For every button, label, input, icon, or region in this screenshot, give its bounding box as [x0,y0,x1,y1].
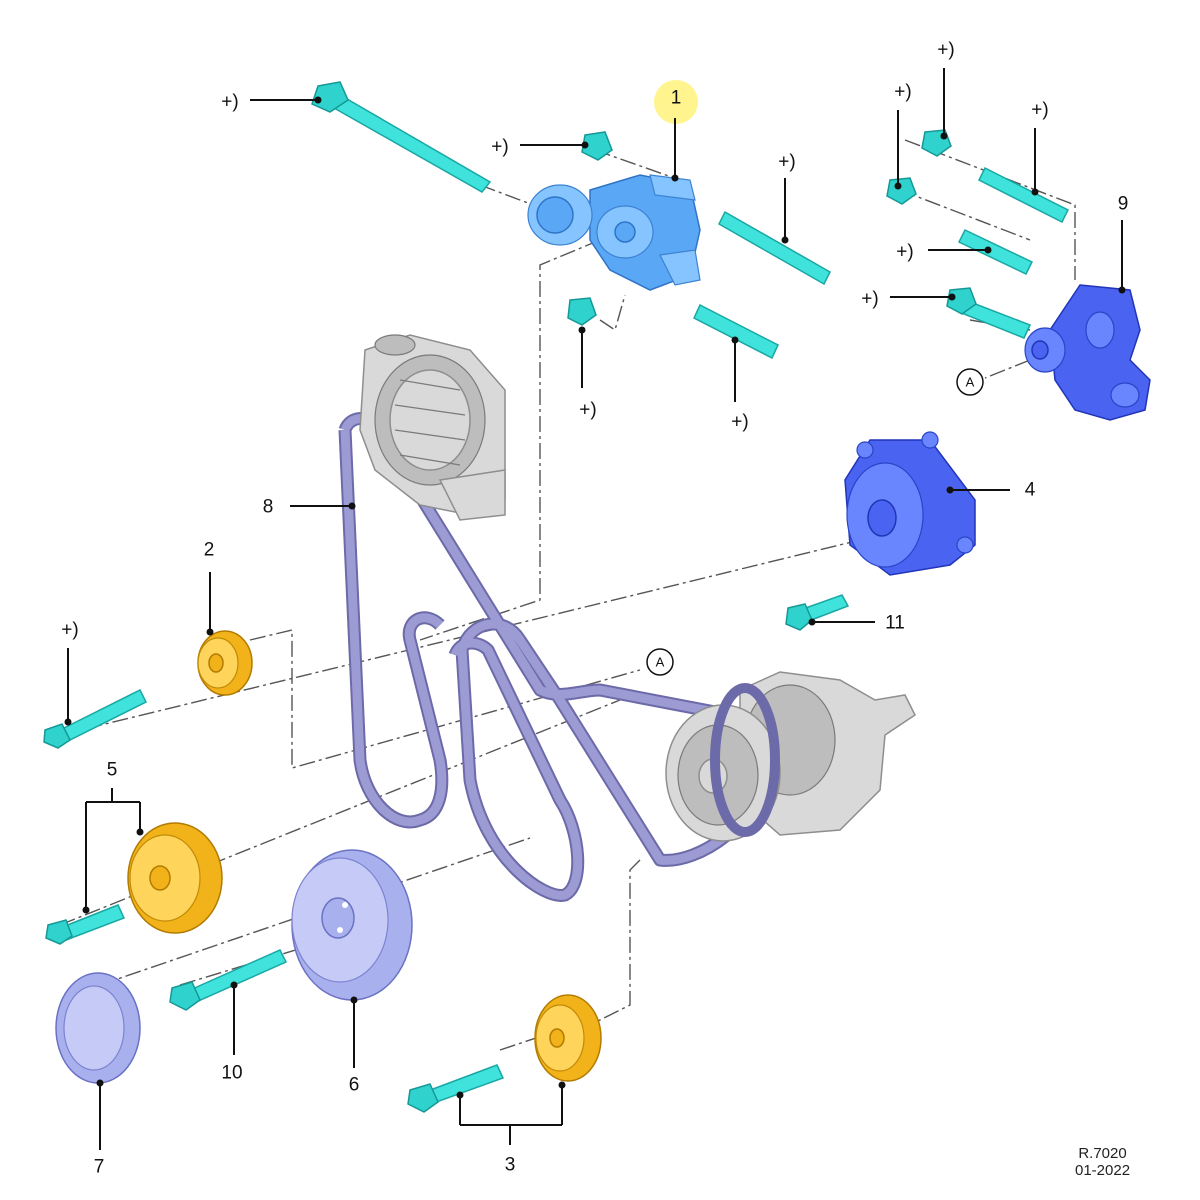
label-plus: +) [221,91,239,113]
fasteners [43,81,1070,1113]
label-plus: +) [61,619,79,641]
water-pump [665,671,916,842]
label-7: 7 [93,1156,105,1178]
crankshaft-pulley-6 [291,849,413,1001]
label-8: 8 [262,496,274,518]
mounting-bracket [1024,284,1151,421]
label-plus: +) [731,411,749,433]
label-3: 3 [504,1154,516,1176]
view-marker-a-bracket [956,368,984,396]
alternator [359,334,506,521]
idler-pulley-2 [197,630,253,696]
label-1: 1 [670,87,682,109]
label-4: 4 [1024,479,1036,501]
leader-lines [64,68,1126,1150]
highlight-marker [654,80,698,124]
label-plus: +) [778,151,796,173]
view-marker-label: A [965,374,975,390]
label-plus: +) [861,288,879,310]
assembly-centerlines [59,139,1076,1051]
drive-belt [338,412,778,902]
idler-pulley-3 [534,994,602,1082]
reference-block: R.7020 01-2022 [1075,1145,1130,1180]
view-marker-label: A [655,654,665,670]
label-plus: +) [896,241,914,263]
label-11: 11 [885,612,905,634]
label-2: 2 [203,539,215,561]
label-plus: +) [579,399,597,421]
reference-date: 01-2022 [1075,1162,1131,1180]
view-marker-a-belt [646,648,674,676]
label-5: 5 [106,759,118,781]
belt-tensioner [527,174,701,291]
reference-code: R.7020 [1078,1145,1127,1162]
label-plus: +) [491,136,509,158]
label-6: 6 [348,1074,360,1096]
label-plus: +) [1031,99,1049,121]
label-10: 10 [221,1062,243,1084]
label-9: 9 [1117,193,1129,215]
idler-pulley-5 [127,822,223,934]
label-plus: +) [894,81,912,103]
pulley-4 [844,431,976,576]
label-plus: +) [937,39,955,61]
pulley-cover-7 [55,972,141,1084]
